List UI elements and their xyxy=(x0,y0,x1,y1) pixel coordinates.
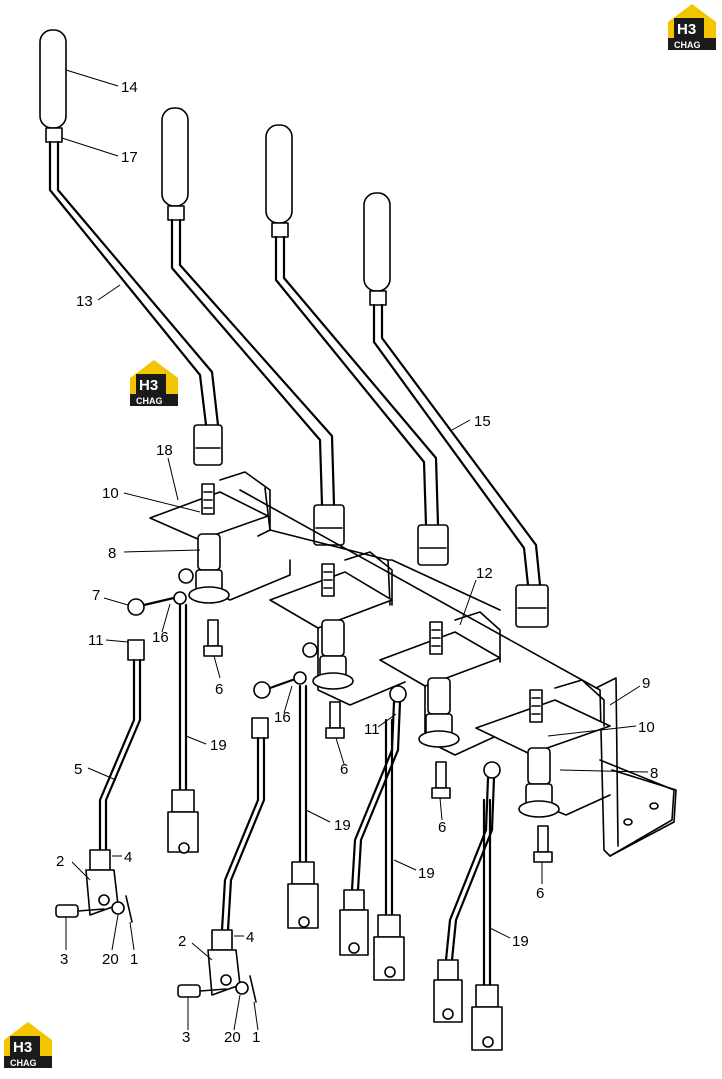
clevis-center-1 xyxy=(207,929,241,996)
callout-13: 13 xyxy=(76,293,93,310)
callout-1-b: 1 xyxy=(252,1029,260,1046)
bolt-2 xyxy=(325,701,345,739)
callout-10-b: 10 xyxy=(638,719,655,736)
ball-joint-center xyxy=(253,642,318,699)
callout-19-a: 19 xyxy=(210,737,227,754)
callout-11-b: 11 xyxy=(364,721,380,738)
callout-2-a: 2 xyxy=(56,853,64,870)
rod-19-c xyxy=(339,700,405,981)
pin-left-1 xyxy=(55,895,133,923)
lever-4 xyxy=(363,192,549,628)
callout-6-a: 6 xyxy=(215,681,223,698)
rod-5-left xyxy=(98,639,145,852)
callout-6-c: 6 xyxy=(438,819,446,836)
spool-2 xyxy=(312,619,354,690)
logo-watermark-mid: H3 CHAG xyxy=(130,360,178,406)
callout-11-a: 11 xyxy=(88,632,104,649)
callout-20-a: 20 xyxy=(102,951,119,968)
ball-joint-right-1 xyxy=(389,685,407,703)
callout-5: 5 xyxy=(74,761,82,778)
bracket-2 xyxy=(269,551,406,706)
callout-10-a: 10 xyxy=(102,485,119,502)
lever-1 xyxy=(39,29,223,466)
ball-joint-right-2 xyxy=(483,761,501,779)
callout-19-b: 19 xyxy=(334,817,351,834)
svg-text:H3: H3 xyxy=(139,377,158,394)
callout-4-b: 4 xyxy=(246,929,254,946)
rod-19-a xyxy=(167,603,199,854)
svg-text:CHAG: CHAG xyxy=(10,1058,37,1068)
logo-watermark-top-right: H3 CHAG xyxy=(668,4,716,50)
callout-18: 18 xyxy=(156,442,173,459)
logo-watermark-bottom-left: H3 CHAG xyxy=(4,1022,52,1068)
callout-14: 14 xyxy=(121,79,138,96)
callout-3-b: 3 xyxy=(182,1029,190,1046)
callout-8-a: 8 xyxy=(108,545,116,562)
bolt-1 xyxy=(203,619,223,657)
spool-1 xyxy=(188,533,230,604)
svg-text:CHAG: CHAG xyxy=(674,40,701,50)
svg-text:CHAG: CHAG xyxy=(136,396,163,406)
spool-3 xyxy=(418,677,460,748)
spool-4 xyxy=(518,747,560,818)
callout-2-b: 2 xyxy=(178,933,186,950)
callout-7: 7 xyxy=(92,587,100,604)
callout-6-b: 6 xyxy=(340,761,348,778)
callout-17: 17 xyxy=(121,149,138,166)
callout-labels: 14 17 13 15 18 10 8 7 11 16 6 5 19 4 2 3… xyxy=(56,79,658,1046)
bracket-4 xyxy=(475,679,611,816)
rod-19-d xyxy=(433,776,503,1051)
callout-20-b: 20 xyxy=(224,1029,241,1046)
bolt-3 xyxy=(431,761,451,799)
rod-5-center xyxy=(220,717,269,932)
pin-center-1 xyxy=(177,975,257,1003)
callout-9: 9 xyxy=(642,675,650,692)
leader-lines xyxy=(61,69,649,1031)
callout-19-d: 19 xyxy=(512,933,529,950)
base-plate xyxy=(239,487,677,857)
callout-15: 15 xyxy=(474,413,491,430)
callout-4-a: 4 xyxy=(124,849,132,866)
callout-16-b: 16 xyxy=(274,709,291,726)
callout-8-b: 8 xyxy=(650,765,658,782)
callout-3-a: 3 xyxy=(60,951,68,968)
callout-1-a: 1 xyxy=(130,951,138,968)
lever-3 xyxy=(265,124,449,566)
ball-joint-left xyxy=(127,568,194,616)
lever-2 xyxy=(161,107,345,546)
callout-12: 12 xyxy=(476,565,493,582)
svg-text:H3: H3 xyxy=(13,1039,32,1056)
callout-6-d: 6 xyxy=(536,885,544,902)
rod-19-b xyxy=(287,684,319,929)
callout-19-c: 19 xyxy=(418,865,435,882)
callout-16-a: 16 xyxy=(152,629,169,646)
svg-text:H3: H3 xyxy=(677,21,696,38)
bolt-4 xyxy=(533,825,553,863)
